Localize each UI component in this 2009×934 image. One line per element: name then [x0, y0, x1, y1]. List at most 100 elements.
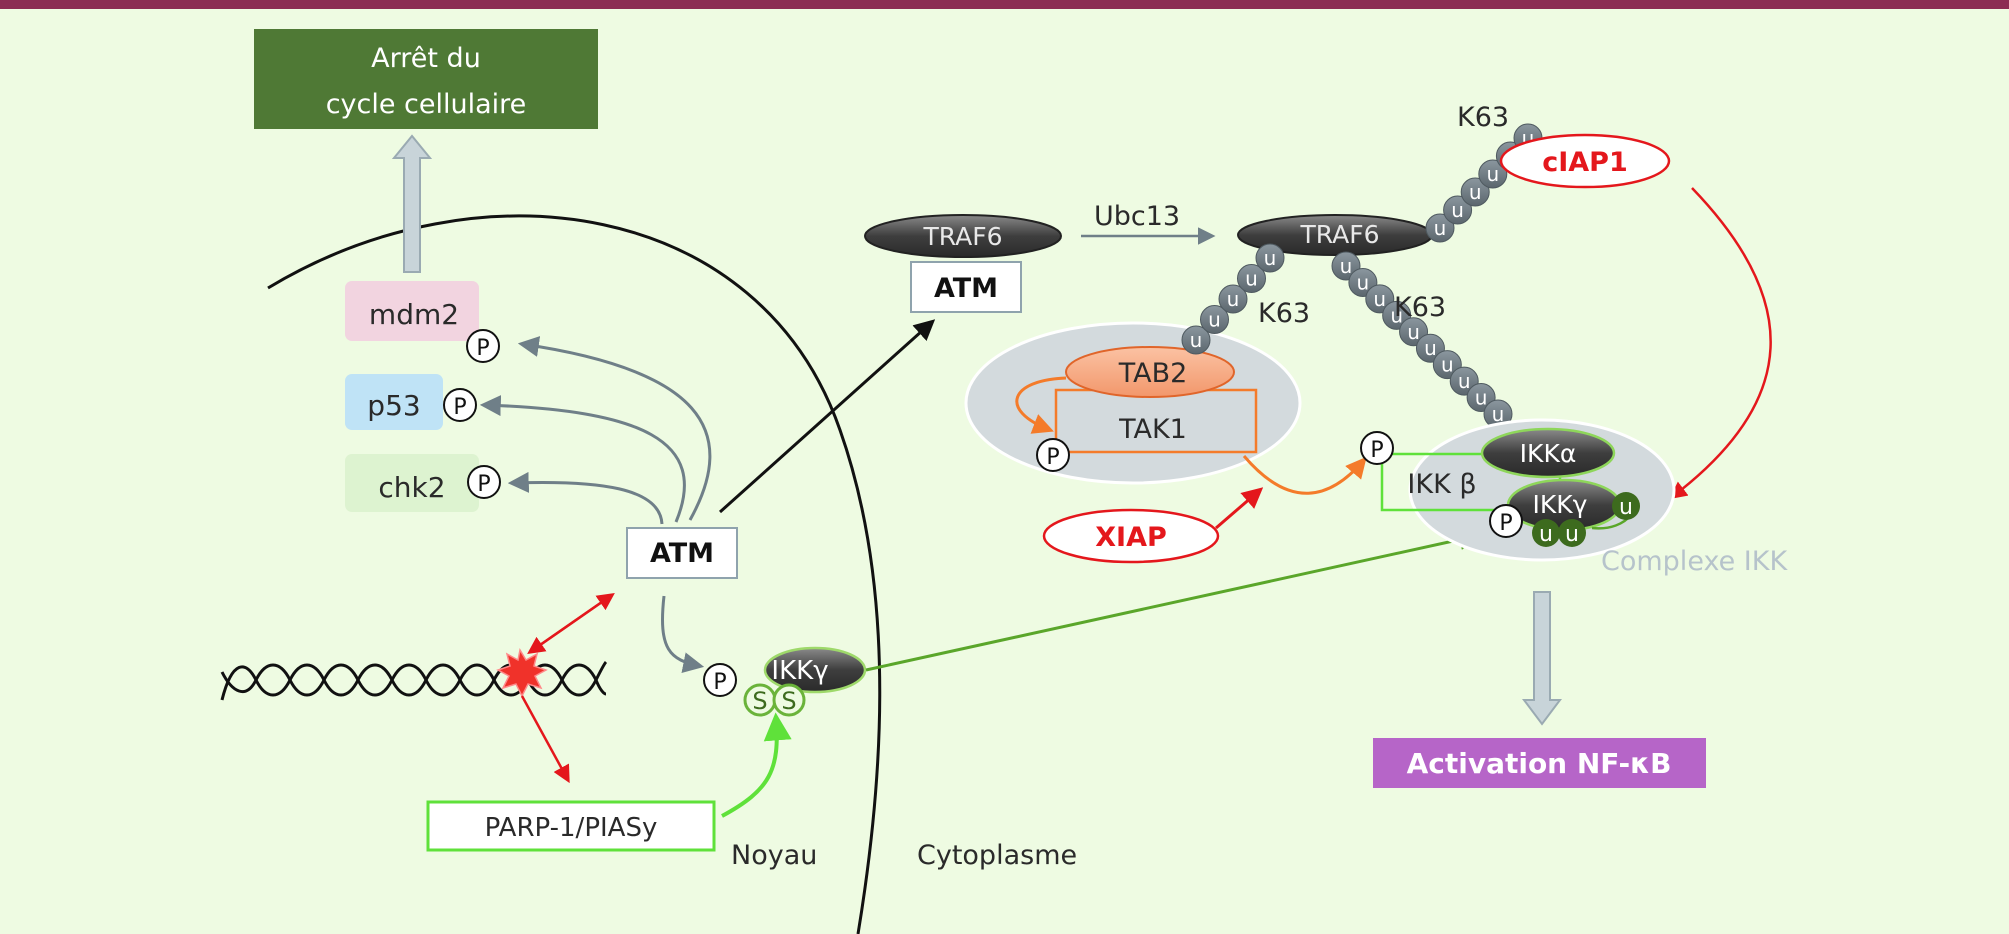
- svg-text:u: u: [1441, 353, 1454, 377]
- nucleus-membrane: [267, 214, 882, 934]
- ubiquitin-chain-k63-top-bead: u: [1425, 213, 1455, 243]
- arrow-ikkgamma-to-complex: [865, 529, 1481, 672]
- svg-text:IKKγ: IKKγ: [1533, 490, 1588, 519]
- phospho-ikkgamma-nuclear: P: [703, 663, 737, 697]
- svg-text:P: P: [476, 336, 489, 361]
- svg-text:TRAF6: TRAF6: [1299, 220, 1379, 249]
- xiap-node: XIAP: [1042, 508, 1220, 564]
- svg-text:u: u: [1458, 369, 1471, 393]
- svg-text:u: u: [1373, 287, 1386, 311]
- phospho-ikkbeta: P: [1360, 431, 1394, 465]
- svg-text:Activation NF-κB: Activation NF-κB: [1407, 747, 1672, 780]
- svg-text:S: S: [781, 687, 796, 715]
- ubc13-label: Ubc13: [1094, 201, 1180, 232]
- svg-text:XIAP: XIAP: [1095, 522, 1167, 553]
- arrow-atm-to-chk2: [507, 471, 664, 525]
- svg-text:u: u: [1434, 216, 1447, 240]
- chk2-node: chk2: [345, 454, 479, 512]
- arrow-tak1-to-ikkbeta: [1242, 455, 1367, 495]
- svg-text:P: P: [1046, 445, 1059, 470]
- mdm2-label: mdm2: [369, 298, 459, 331]
- mdm2-node: mdm2: [345, 281, 479, 341]
- svg-text:TAB2: TAB2: [1118, 358, 1188, 389]
- parp-piasy-node: PARP-1/PIASy: [426, 800, 716, 852]
- dna-double-helix: [220, 660, 608, 701]
- ubiquitin-ikkgamma-1: u: [1532, 519, 1560, 547]
- ubiquitin-chain-k63-right-bead: u: [1483, 399, 1513, 429]
- svg-text:u: u: [1340, 254, 1353, 278]
- k63-right-label: K63: [1394, 292, 1446, 323]
- top-bar: [0, 0, 2009, 9]
- arrow-tab2-to-tak1: [1015, 376, 1067, 434]
- svg-text:u: u: [1264, 246, 1277, 270]
- traf6-right-node: TRAF6: [1237, 214, 1433, 256]
- arrow-xiap: [1215, 487, 1264, 530]
- svg-text:u: u: [1407, 320, 1420, 344]
- svg-text:u: u: [1469, 180, 1482, 204]
- phospho-ikkgamma: P: [1489, 504, 1523, 538]
- k63-mid-label: K63: [1258, 298, 1310, 329]
- noyau-label: Noyau: [731, 840, 817, 871]
- k63-top-label: K63: [1457, 102, 1509, 133]
- ikk-alpha-node: IKKα: [1480, 427, 1616, 479]
- ubiquitin-ikkgamma-3: u: [1612, 492, 1640, 520]
- svg-text:IKK β: IKK β: [1407, 469, 1476, 500]
- svg-text:P: P: [713, 670, 726, 695]
- arrow-damage-to-parp: [520, 695, 570, 784]
- ubiquitin-chain-k63-mid-bead: u: [1200, 305, 1229, 334]
- svg-text:P: P: [1370, 438, 1383, 463]
- svg-text:u: u: [1424, 336, 1437, 360]
- atm-traf6-node: ATM: [910, 261, 1022, 313]
- svg-text:u: u: [1208, 308, 1221, 332]
- arrow-atm-to-damage: [527, 593, 613, 654]
- p53-node: p53: [345, 374, 443, 430]
- activation-nfkb-box: Activation NF-κB: [1373, 738, 1706, 788]
- svg-text:P: P: [477, 472, 490, 497]
- ubiquitin-chain-k63-mid-bead: u: [1255, 243, 1285, 273]
- svg-text:TAK1: TAK1: [1118, 414, 1187, 445]
- traf6-left-node: TRAF6: [864, 214, 1062, 258]
- svg-text:u: u: [1390, 303, 1403, 327]
- svg-text:IKKγ: IKKγ: [771, 656, 828, 686]
- svg-text:IKKα: IKKα: [1520, 439, 1577, 468]
- tab2-node: TAB2: [1065, 346, 1235, 398]
- p53-label: p53: [367, 389, 420, 422]
- svg-text:cIAP1: cIAP1: [1542, 147, 1628, 178]
- cytoplasme-label: Cytoplasme: [917, 840, 1077, 871]
- svg-text:ATM: ATM: [650, 538, 714, 569]
- arrow-ciap1-to-ikkgamma: [1669, 187, 1772, 500]
- ubiquitin-chain-k63-right-bead: u: [1415, 333, 1445, 363]
- phospho-p53: P: [443, 388, 477, 422]
- phospho-mdm2: P: [466, 329, 500, 363]
- svg-text:TRAF6: TRAF6: [922, 222, 1002, 251]
- sumo-2: S: [772, 683, 806, 717]
- arrow-atm-to-ikkgamma: [661, 595, 705, 673]
- phospho-chk2: P: [467, 465, 501, 499]
- hollow-up-arrow: [391, 134, 433, 273]
- ikkgamma-nuclear-node: IKKγ: [763, 646, 867, 694]
- cell-cycle-arrest-line2: cycle cellulaire: [326, 89, 527, 120]
- svg-text:ATM: ATM: [934, 273, 998, 304]
- svg-text:u: u: [1475, 386, 1488, 410]
- svg-text:u: u: [1486, 162, 1499, 186]
- sumo-1: S: [743, 683, 777, 717]
- svg-text:S: S: [752, 687, 767, 715]
- svg-text:P: P: [453, 395, 466, 420]
- hollow-down-arrow: [1522, 591, 1562, 726]
- ubiquitin-chain-k63-mid-bead: u: [1181, 325, 1211, 355]
- ubiquitin-chain-k63-mid-bead: u: [1218, 284, 1248, 314]
- arrow-atm-to-mdm2: [517, 336, 712, 521]
- svg-text:u: u: [1245, 267, 1258, 291]
- phospho-tak1: P: [1036, 438, 1070, 472]
- arrow-parp-to-ikkgamma: [721, 712, 792, 818]
- ubiquitin-chain-k63-top-bead: u: [1478, 159, 1508, 189]
- ubiquitin-chain-k63-mid-bead: u: [1237, 264, 1266, 293]
- svg-text:PARP-1/PIASy: PARP-1/PIASy: [485, 813, 658, 843]
- ubiquitin-ikkgamma-2: u: [1558, 519, 1586, 547]
- ubiquitin-chain-k63-top-bead: u: [1443, 195, 1473, 225]
- chk2-label: chk2: [378, 471, 445, 504]
- svg-text:P: P: [1499, 511, 1512, 536]
- arrow-atm-to-traf6: [718, 319, 936, 514]
